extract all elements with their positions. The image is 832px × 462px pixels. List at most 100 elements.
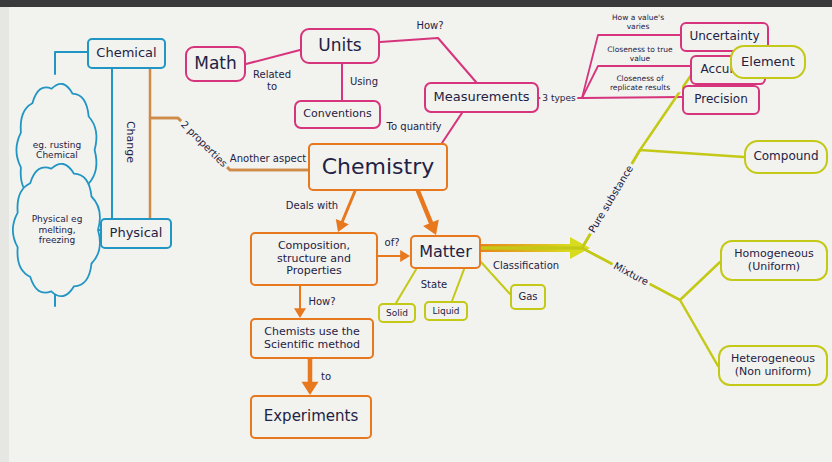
edge-label: Using — [348, 76, 380, 88]
node-text: Solid — [386, 308, 408, 318]
concept-box: Measurements — [424, 82, 539, 113]
concept-box: Liquid — [424, 301, 468, 321]
connector-line — [299, 286, 301, 312]
node-text: Physical eg melting, freezing — [20, 214, 94, 245]
edge-label: State — [419, 279, 449, 291]
concept-box: Experiments — [250, 395, 372, 439]
connector — [481, 248, 718, 366]
connector — [442, 113, 462, 143]
concept-box: Heterogeneous (Non uniform) — [718, 345, 828, 386]
connector-line — [418, 191, 433, 228]
arrow-head — [302, 382, 319, 395]
connector — [342, 64, 343, 101]
edge-label: Deals with — [284, 200, 340, 212]
node-text: Measurements — [433, 90, 529, 105]
connector — [452, 269, 464, 301]
node-text: Precision — [694, 93, 748, 107]
node-text: Liquid — [432, 306, 459, 316]
edge-label: How? — [414, 20, 445, 32]
arrow-head — [400, 250, 410, 262]
node-text: Chemical — [96, 46, 156, 61]
cloud-bubble: Physical eg melting, freezing — [6, 154, 108, 306]
edge-label: Closeness of replicate results — [598, 75, 682, 92]
edge-label: Closeness to true value — [600, 46, 680, 63]
cloud-shape — [13, 164, 100, 296]
edge-label: 2 properties — [177, 117, 231, 171]
concept-box: Composition, structure and Properties — [250, 232, 378, 286]
connector-line — [111, 69, 113, 218]
connector-line — [380, 38, 476, 82]
connector — [55, 52, 87, 74]
classification-label: Classification — [491, 260, 561, 272]
edge-label: Another aspect — [228, 153, 308, 165]
connector — [112, 69, 113, 218]
branch-count-label: 3 types — [540, 93, 577, 103]
arrow-head — [294, 308, 306, 318]
connector — [481, 150, 744, 248]
node-text: Math — [194, 54, 237, 74]
node-text: Matter — [419, 243, 472, 261]
connector-line — [341, 64, 343, 101]
node-text: Chemists use the Scientific method — [258, 326, 366, 351]
connector — [378, 250, 410, 262]
node-text: Compound — [753, 150, 818, 164]
concept-box: Physical — [100, 218, 172, 249]
connector-line — [481, 248, 718, 366]
node-text: Homogeneous (Uniform) — [726, 248, 822, 273]
concept-box: Math — [185, 46, 246, 82]
node-text: Composition, structure and Properties — [258, 240, 370, 278]
connector-line — [442, 113, 462, 143]
connector — [294, 286, 306, 318]
connector-line — [481, 150, 744, 248]
edge-label: How? — [306, 296, 337, 308]
concept-box: Element — [730, 45, 806, 79]
node-text: Experiments — [264, 408, 358, 425]
connector-line — [55, 52, 87, 74]
connector — [302, 359, 319, 395]
connector — [418, 191, 439, 235]
concept-box: Homogeneous (Uniform) — [720, 240, 828, 281]
edge-label: Related to — [248, 69, 296, 92]
edge-label: Pure substance — [585, 162, 636, 237]
node-text: Units — [318, 36, 361, 56]
top-bar — [0, 0, 832, 7]
connector-line — [246, 50, 300, 64]
page-margin — [0, 7, 9, 462]
edge-label: How a value's varies — [598, 14, 678, 31]
connector — [150, 69, 308, 170]
concept-box: Chemistry — [308, 143, 448, 191]
connector — [380, 38, 476, 82]
concept-box: Gas — [510, 284, 546, 310]
arrow-head — [336, 219, 349, 232]
connector — [246, 50, 300, 64]
edge-label: To quantify — [385, 121, 444, 133]
connector-line — [341, 191, 355, 226]
node-text: Uncertainty — [689, 30, 759, 44]
node-text: eg. rusting Chemical — [24, 140, 90, 161]
edge-label: of? — [383, 237, 402, 249]
connector — [396, 269, 416, 303]
node-text: Gas — [518, 291, 537, 303]
concept-box: Matter — [410, 235, 481, 269]
concept-box: Solid — [378, 303, 416, 323]
concept-box: Compound — [744, 140, 828, 174]
connector-line — [150, 69, 308, 170]
edge-label: to — [319, 371, 333, 383]
connector-line — [378, 255, 404, 257]
edge-label: Change — [124, 119, 137, 165]
node-text: Chemistry — [322, 154, 435, 179]
concept-box: Chemical — [87, 38, 166, 69]
concept-box: Conventions — [294, 100, 381, 129]
arrow-head — [423, 220, 439, 236]
concept-box: Units — [300, 28, 380, 64]
node-text: Conventions — [303, 108, 371, 121]
concept-box: Precision — [682, 85, 760, 115]
node-text: Heterogeneous (Non uniform) — [724, 353, 822, 378]
connector-line — [396, 269, 416, 303]
concept-box: Chemists use the Scientific method — [250, 318, 374, 359]
node-text: Physical — [110, 226, 163, 241]
edge-label: Mixture — [610, 259, 652, 289]
node-text: Element — [741, 55, 795, 70]
connector-line — [452, 269, 464, 301]
